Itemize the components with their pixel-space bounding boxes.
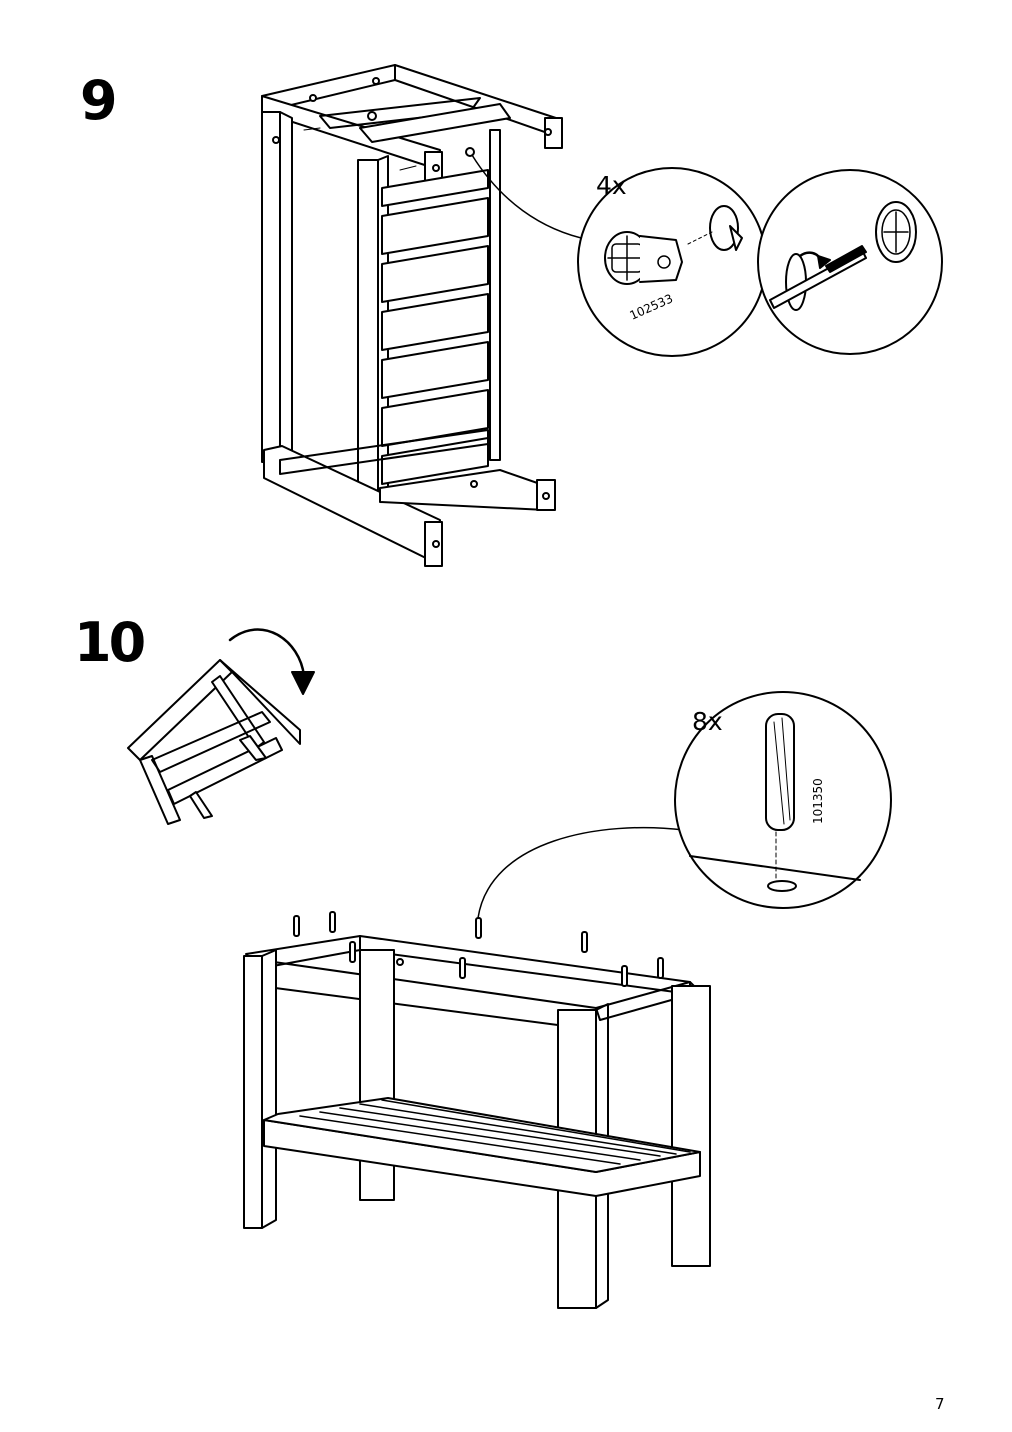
wooden-dowel-icon <box>766 714 796 891</box>
dowel-pins <box>294 912 663 986</box>
tightened-cam-lock-icon <box>876 202 916 262</box>
step-9-frame-drawing <box>262 65 590 566</box>
page-number: 7 <box>935 1395 945 1413</box>
step-9-slats <box>382 170 488 484</box>
step-10-quantity: 8x <box>692 707 723 736</box>
step-9-quantity: 4x <box>596 171 627 200</box>
step-9-callout <box>578 168 942 356</box>
step-10-part-number: 101350 <box>811 778 825 824</box>
step-10-shelf-slats <box>300 1100 690 1164</box>
step-10-flip-drawing <box>128 629 314 824</box>
step-9-number: 9 <box>80 69 118 132</box>
step-10-callout <box>675 692 891 908</box>
screwdriver-icon <box>770 246 866 310</box>
cam-lock-fitting-icon <box>605 206 742 284</box>
step-10-number: 10 <box>74 611 146 674</box>
step-10-table-drawing <box>244 828 710 1308</box>
